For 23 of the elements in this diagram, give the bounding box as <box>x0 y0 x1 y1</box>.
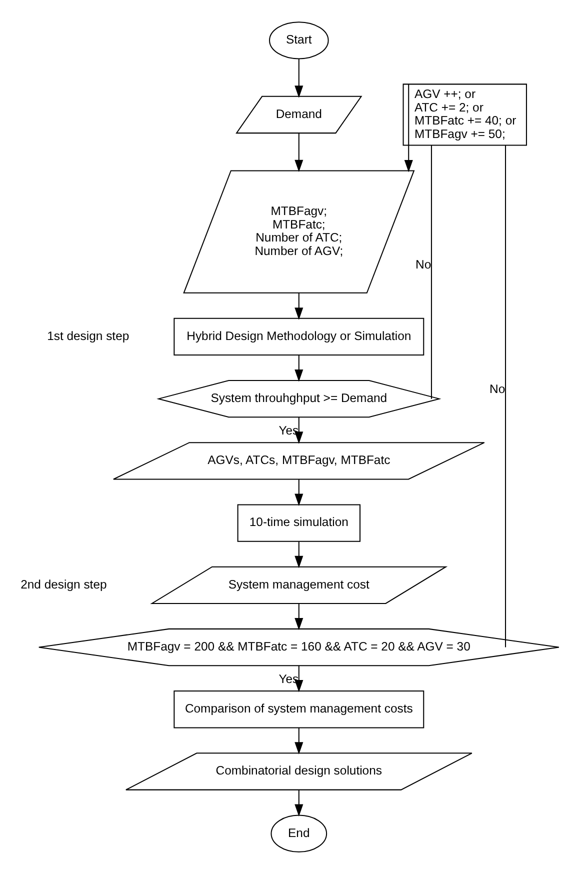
arrow <box>294 480 304 506</box>
arrow <box>294 293 304 320</box>
node-ellipse: End <box>270 814 328 852</box>
arrow <box>294 417 304 444</box>
arrow <box>294 355 304 382</box>
arrow <box>294 604 304 630</box>
arrow <box>294 790 304 817</box>
connector <box>430 145 432 399</box>
arrow <box>294 133 304 172</box>
node-box: 10-time simulation <box>237 504 360 542</box>
edge-label: No <box>490 382 506 396</box>
arrow <box>294 58 304 98</box>
label: 1st design step <box>47 328 130 343</box>
arrow <box>294 728 304 754</box>
edge-label: No <box>416 258 432 272</box>
node-box: AGV ++; or ATC += 2; or MTBFatc += 40; or MTBFagv += 50; <box>402 84 527 146</box>
arrow <box>404 84 413 172</box>
connector <box>505 145 506 648</box>
node-ellipse: Start <box>269 22 329 60</box>
node-box: Hybrid Design Methodology or Simulation <box>174 318 424 356</box>
label: 2nd design step <box>20 577 107 592</box>
arrow <box>294 542 304 568</box>
node-box: Comparison of system management costs <box>174 690 424 728</box>
